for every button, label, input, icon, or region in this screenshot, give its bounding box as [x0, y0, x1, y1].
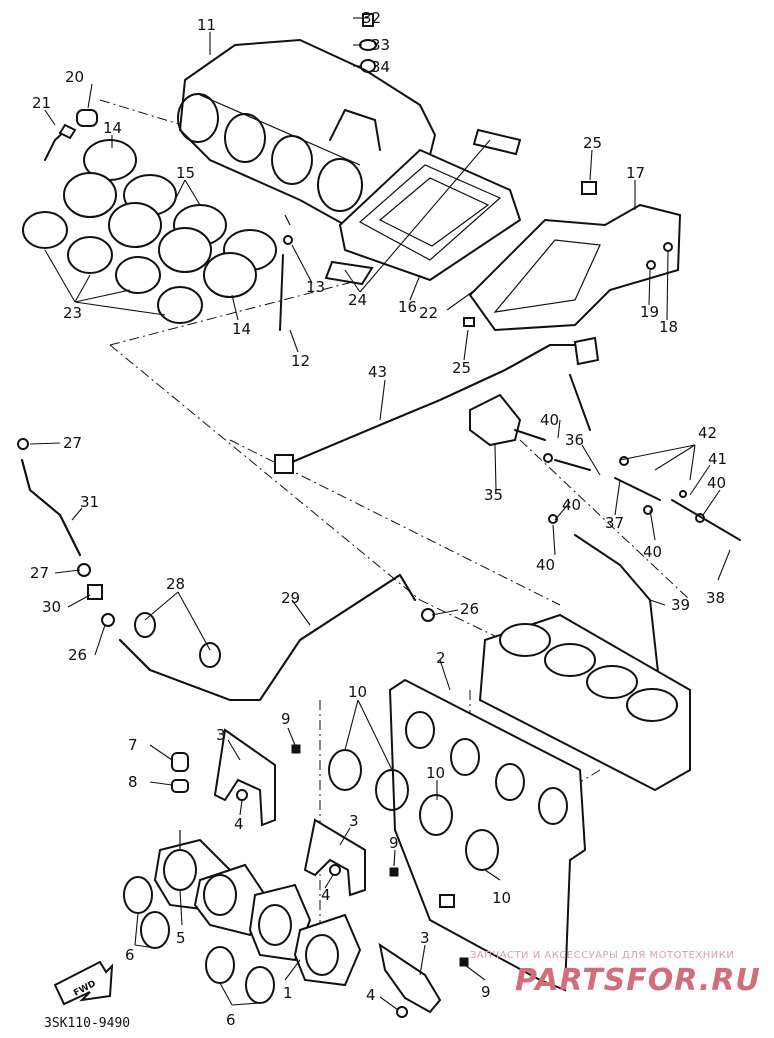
- watermark-brand: PARTSFOR.RU: [515, 963, 761, 998]
- part-label-26b: 26: [460, 600, 479, 618]
- part-label-42: 42: [698, 424, 717, 442]
- part-label-8: 8: [128, 773, 138, 791]
- carb-joints-and-clamps: [22, 139, 277, 324]
- manifold-plate: [388, 678, 587, 992]
- part-label-3a: 3: [216, 726, 226, 744]
- part-label-34: 34: [371, 58, 390, 76]
- air-filter-element: [324, 128, 522, 286]
- part-label-40d: 40: [643, 543, 662, 561]
- part-label-21: 21: [32, 94, 51, 112]
- part-label-25b: 25: [452, 359, 471, 377]
- brackets-and-bolts: [213, 728, 469, 1018]
- part-label-4c: 4: [366, 986, 376, 1004]
- part-label-40a: 40: [540, 411, 559, 429]
- part-label-40e: 40: [536, 556, 555, 574]
- part-label-33: 33: [371, 36, 390, 54]
- part-label-9a: 9: [281, 710, 291, 728]
- part-label-14: 14: [103, 119, 122, 137]
- part-label-9c: 9: [481, 983, 491, 1001]
- air-cut-valve-assembly: [469, 374, 741, 691]
- part-label-43: 43: [368, 363, 387, 381]
- part-label-24: 24: [348, 291, 367, 309]
- part-label-36: 36: [565, 431, 584, 449]
- part-label-10a: 10: [348, 683, 367, 701]
- part-label-3c: 3: [420, 929, 430, 947]
- diagram-code: 3SK110-9490: [44, 1016, 130, 1031]
- part-label-7: 7: [128, 736, 138, 754]
- part-label-14b: 14: [232, 320, 251, 338]
- part-label-19: 19: [640, 303, 659, 321]
- part-label-15: 15: [176, 164, 195, 182]
- air-filter-case: [177, 38, 437, 227]
- part-label-9b: 9: [389, 834, 399, 852]
- left-hose-set: [17, 438, 115, 627]
- part-label-41: 41: [708, 450, 727, 468]
- intake-duct: [463, 181, 682, 366]
- part-label-13: 13: [306, 278, 325, 296]
- part-label-20: 20: [65, 68, 84, 86]
- part-label-27a: 27: [63, 434, 82, 452]
- part-label-23: 23: [63, 304, 82, 322]
- breather-hose: [279, 214, 293, 331]
- part-label-38: 38: [706, 589, 725, 607]
- part-label-11: 11: [197, 16, 216, 34]
- part-label-29: 29: [281, 589, 300, 607]
- leader-lines: [29, 17, 731, 1011]
- part-label-18: 18: [659, 318, 678, 336]
- part-label-5: 5: [176, 929, 186, 947]
- pipe-29-with-clamps: [119, 574, 435, 701]
- part-label-17: 17: [626, 164, 645, 182]
- part-label-1: 1: [283, 984, 293, 1002]
- part-label-4a: 4: [234, 815, 244, 833]
- part-label-6b: 6: [226, 1011, 236, 1029]
- part-label-12: 12: [291, 352, 310, 370]
- part-label-40c: 40: [562, 496, 581, 514]
- forward-direction-arrow: FWD: [53, 960, 114, 1006]
- part-label-37: 37: [605, 514, 624, 532]
- part-label-2: 2: [436, 649, 446, 667]
- long-hose-43: [274, 344, 576, 474]
- part-label-16: 16: [398, 298, 417, 316]
- part-label-30: 30: [42, 598, 61, 616]
- watermark-tagline: ЗАПЧАСТИ И АКСЕССУАРЫ ДЛЯ МОТОТЕХНИКИ: [470, 950, 734, 961]
- caps-7-8: [171, 752, 189, 793]
- watermark: ЗАПЧАСТИ И АКСЕССУАРЫ ДЛЯ МОТОТЕХНИКИ PA…: [470, 950, 761, 998]
- part-label-31: 31: [80, 493, 99, 511]
- part-label-25a: 25: [583, 134, 602, 152]
- part-label-35: 35: [484, 486, 503, 504]
- part-label-39: 39: [671, 596, 690, 614]
- part-label-26a: 26: [68, 646, 87, 664]
- drain-cap-and-hose: [44, 109, 98, 161]
- throttle-bodies: [153, 830, 362, 987]
- part-label-6a: 6: [125, 946, 135, 964]
- part-label-27b: 27: [30, 564, 49, 582]
- part-label-10b: 10: [426, 764, 445, 782]
- part-number-labels: 11 20 21 14 15 23 14 13 12 24 16 22 25 1…: [30, 9, 727, 1029]
- carburetor-bank: [478, 613, 691, 792]
- part-label-22: 22: [419, 304, 438, 322]
- part-label-10c: 10: [492, 889, 511, 907]
- part-label-40b: 40: [707, 474, 726, 492]
- part-label-32: 32: [362, 9, 381, 27]
- part-label-3b: 3: [349, 812, 359, 830]
- part-label-28: 28: [166, 575, 185, 593]
- part-label-4b: 4: [321, 886, 331, 904]
